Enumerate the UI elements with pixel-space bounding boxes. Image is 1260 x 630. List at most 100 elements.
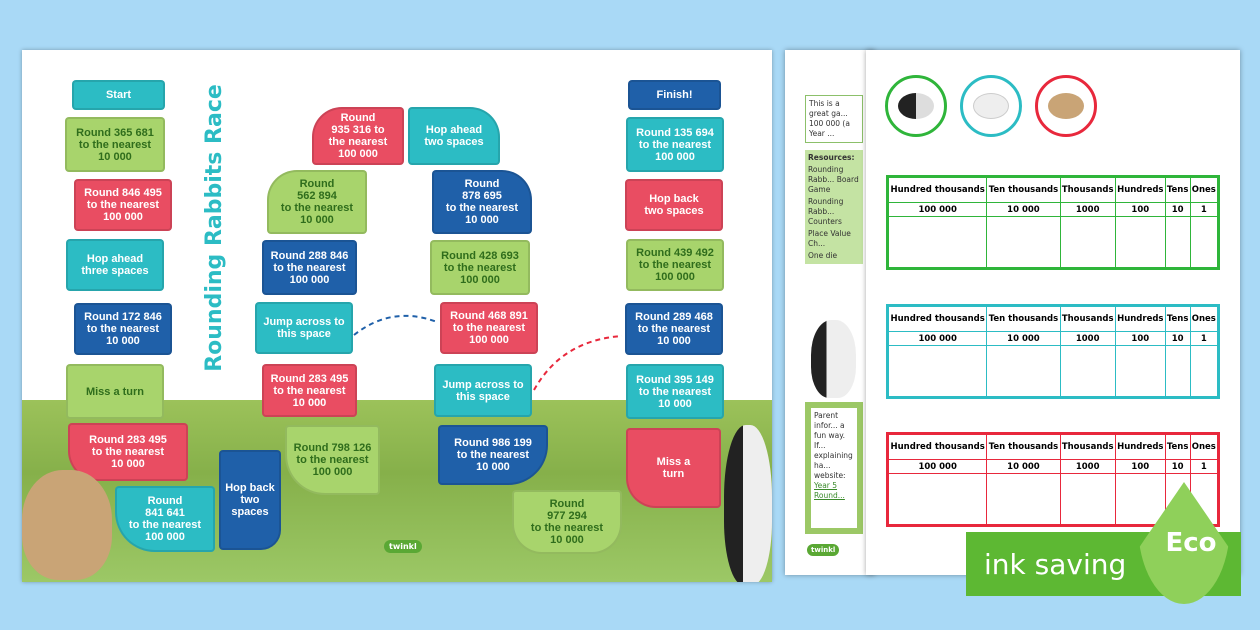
resource-item: Rounding Rabb... Counters [808, 197, 844, 226]
column-header: Ones [1189, 433, 1220, 460]
place-value-cell: 10 [1164, 202, 1191, 217]
tile: Round 878 695 to the nearest 10 000 [432, 170, 532, 234]
column-header: Hundreds [1114, 433, 1166, 460]
twinkl-logo: twinkl [807, 544, 840, 556]
jump-across-tile: Jump across to this space [255, 302, 353, 354]
arrow-icon [533, 335, 623, 391]
answer-cell [1114, 345, 1166, 398]
resource-item: Place Value Ch... [808, 229, 851, 248]
place-value-cell: 10 [1164, 459, 1191, 474]
answer-cell [986, 473, 1061, 526]
answer-cell [886, 473, 988, 526]
column-header: Hundred thousands [886, 305, 988, 332]
counter-white-rabbit [960, 75, 1022, 137]
place-value-cell: 1000 [1059, 459, 1116, 474]
tile: Round 439 492 to the nearest 100 000 [626, 239, 724, 291]
counter-black-rabbit [885, 75, 947, 137]
answer-row [886, 216, 1220, 269]
column-header: Thousands [1059, 305, 1116, 332]
answer-row [886, 473, 1220, 526]
tile: Round 846 495 to the nearest 100 000 [74, 179, 172, 231]
answer-cell [1059, 216, 1116, 269]
place-value-cell: 100 [1114, 202, 1166, 217]
place-value-cell: 10 000 [986, 202, 1061, 217]
tile: Round 288 846 to the nearest 100 000 [262, 240, 357, 295]
answer-cell [886, 345, 988, 398]
ink-saving-label: ink saving [984, 547, 1127, 581]
start-tile: Start [72, 80, 165, 110]
place-value-cell: 10 [1164, 331, 1191, 346]
column-header: Tens [1164, 176, 1191, 203]
answer-cell [1114, 473, 1166, 526]
arrow-icon [353, 314, 438, 336]
tile: Round 395 149 to the nearest 10 000 [626, 364, 724, 419]
tile: Hop ahead two spaces [408, 107, 500, 165]
parent-info-text: Parent infor... a fun way. If... explain… [811, 408, 857, 528]
intro-text: This is a great ga... 100 000 (a Year ..… [805, 95, 863, 143]
answer-cell [1164, 216, 1191, 269]
resources-title: Resources: [808, 153, 855, 162]
tile: Round 289 468 to the nearest 10 000 [625, 303, 723, 355]
tile: Round 841 641 to the nearest 100 000 [115, 486, 215, 552]
tile: Round 172 846 to the nearest 10 000 [74, 303, 172, 355]
game-board: Rounding Rabbits Race Start Round 365 68… [22, 50, 772, 582]
column-header: Ones [1189, 305, 1220, 332]
column-header: Thousands [1059, 176, 1116, 203]
answer-row [886, 345, 1220, 398]
tile: Round 428 693 to the nearest 100 000 [430, 240, 530, 295]
place-value-cell: 1 [1189, 331, 1220, 346]
resource-item: One die [808, 251, 838, 260]
finish-tile: Finish! [628, 80, 721, 110]
answer-cell [1059, 473, 1116, 526]
eco-badge-label: Eco [1165, 528, 1217, 558]
tile: Hop back two spaces [219, 450, 281, 550]
place-value-cell: 10 000 [986, 331, 1061, 346]
black-white-rabbit-illustration [724, 425, 772, 582]
answer-cell [1114, 216, 1166, 269]
tile: Round 283 495 to the nearest 10 000 [68, 423, 188, 481]
place-value-cell: 100 000 [886, 331, 988, 346]
column-header: Tens [1164, 433, 1191, 460]
tile: Round 283 495 to the nearest 10 000 [262, 364, 357, 417]
place-value-cell: 100 [1114, 459, 1166, 474]
counter-brown-rabbit [1035, 75, 1097, 137]
place-value-cell: 1 [1189, 459, 1220, 474]
parent-info-box: Parent infor... a fun way. If... explain… [805, 402, 863, 534]
tile: Hop ahead three spaces [66, 239, 164, 291]
resource-item: Rounding Rabb... Board Game [808, 165, 859, 194]
column-header: Tens [1164, 305, 1191, 332]
column-header: Hundreds [1114, 176, 1166, 203]
place-value-cell: 1000 [1059, 202, 1116, 217]
answer-cell [1189, 345, 1220, 398]
column-header: Ten thousands [986, 176, 1061, 203]
tile: Round 365 681 to the nearest 10 000 [65, 117, 165, 172]
column-header: Ten thousands [986, 305, 1061, 332]
column-header: Hundreds [1114, 305, 1166, 332]
twinkl-logo: twinkl [384, 540, 422, 553]
instructions-sheet: This is a great ga... 100 000 (a Year ..… [785, 50, 875, 575]
tile: Round 977 294 to the nearest 10 000 [512, 490, 622, 554]
tile: Round 135 694 to the nearest 100 000 [626, 117, 724, 172]
tile: Hop back two spaces [625, 179, 723, 231]
jump-across-tile: Jump across to this space [434, 364, 532, 417]
column-header: Thousands [1059, 433, 1116, 460]
tile: Round 562 894 to the nearest 10 000 [267, 170, 367, 234]
column-header: Ones [1189, 176, 1220, 203]
tile: Round 468 891 to the nearest 100 000 [440, 302, 538, 354]
year5-link[interactable]: Year 5 Round... [814, 481, 845, 500]
column-header: Hundred thousands [886, 433, 988, 460]
tile: Round 935 316 to the nearest 100 000 [312, 107, 404, 165]
tile: Miss a turn [66, 364, 164, 419]
answer-cell [986, 216, 1061, 269]
place-value-cell: 10 000 [986, 459, 1061, 474]
tile: Miss a turn [626, 428, 721, 508]
answer-cell [1164, 345, 1191, 398]
